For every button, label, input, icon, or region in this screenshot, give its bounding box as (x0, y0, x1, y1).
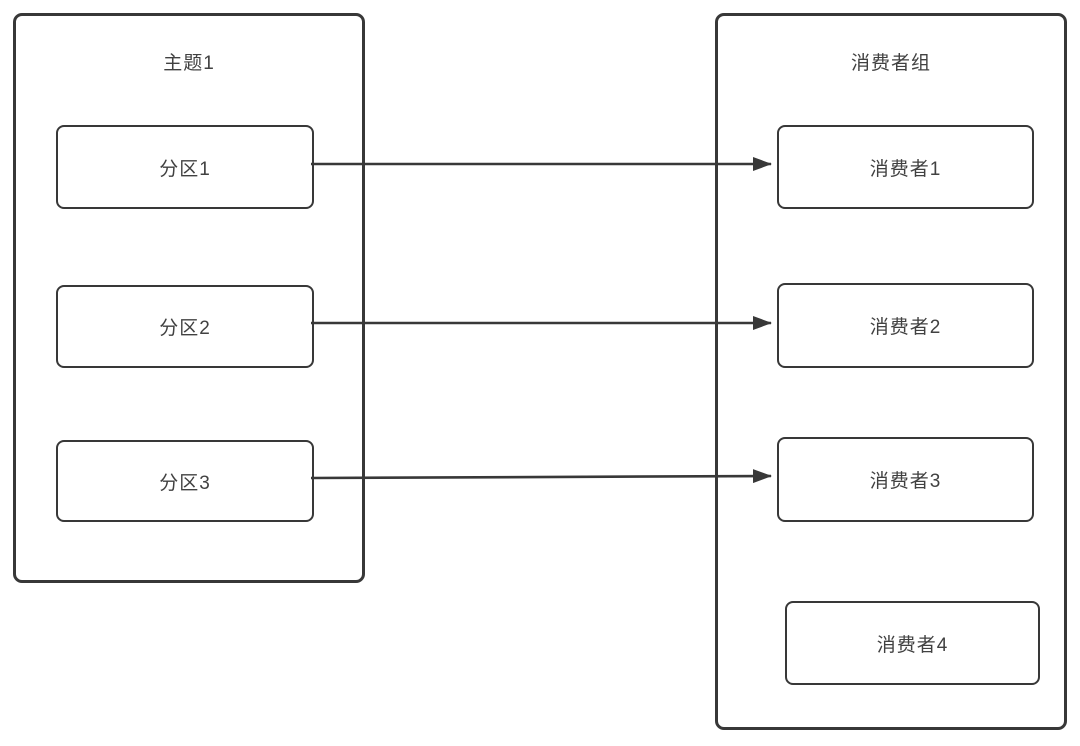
consumer-group-panel: 消费者组 消费者1 消费者2 消费者3 消费者4 (715, 13, 1067, 730)
partition-label-3: 分区3 (159, 472, 211, 494)
partition-node-2: 分区2 (56, 285, 314, 368)
partition-label-2: 分区2 (159, 318, 211, 339)
consumer-node-1: 消费者1 (777, 125, 1034, 209)
consumer-label-3: 消费者3 (869, 471, 942, 492)
partition-node-3: 分区3 (56, 440, 314, 522)
consumer-label-2: 消费者2 (869, 317, 942, 338)
consumer-label-4: 消费者4 (876, 634, 949, 656)
topic-title: 主题1 (163, 53, 215, 74)
consumer-node-4: 消费者4 (785, 601, 1040, 685)
consumer-group-title: 消费者组 (850, 53, 931, 74)
topic-panel: 主题1 分区1 分区2 分区3 (13, 13, 365, 583)
consumer-label-1: 消费者1 (869, 158, 942, 180)
consumer-node-2: 消费者2 (777, 283, 1034, 368)
partition-node-1: 分区1 (56, 125, 314, 209)
arrow-partition3-to-consumer3 (310, 469, 772, 484)
partition-label-1: 分区1 (159, 158, 211, 180)
consumer-node-3: 消费者3 (777, 437, 1034, 522)
